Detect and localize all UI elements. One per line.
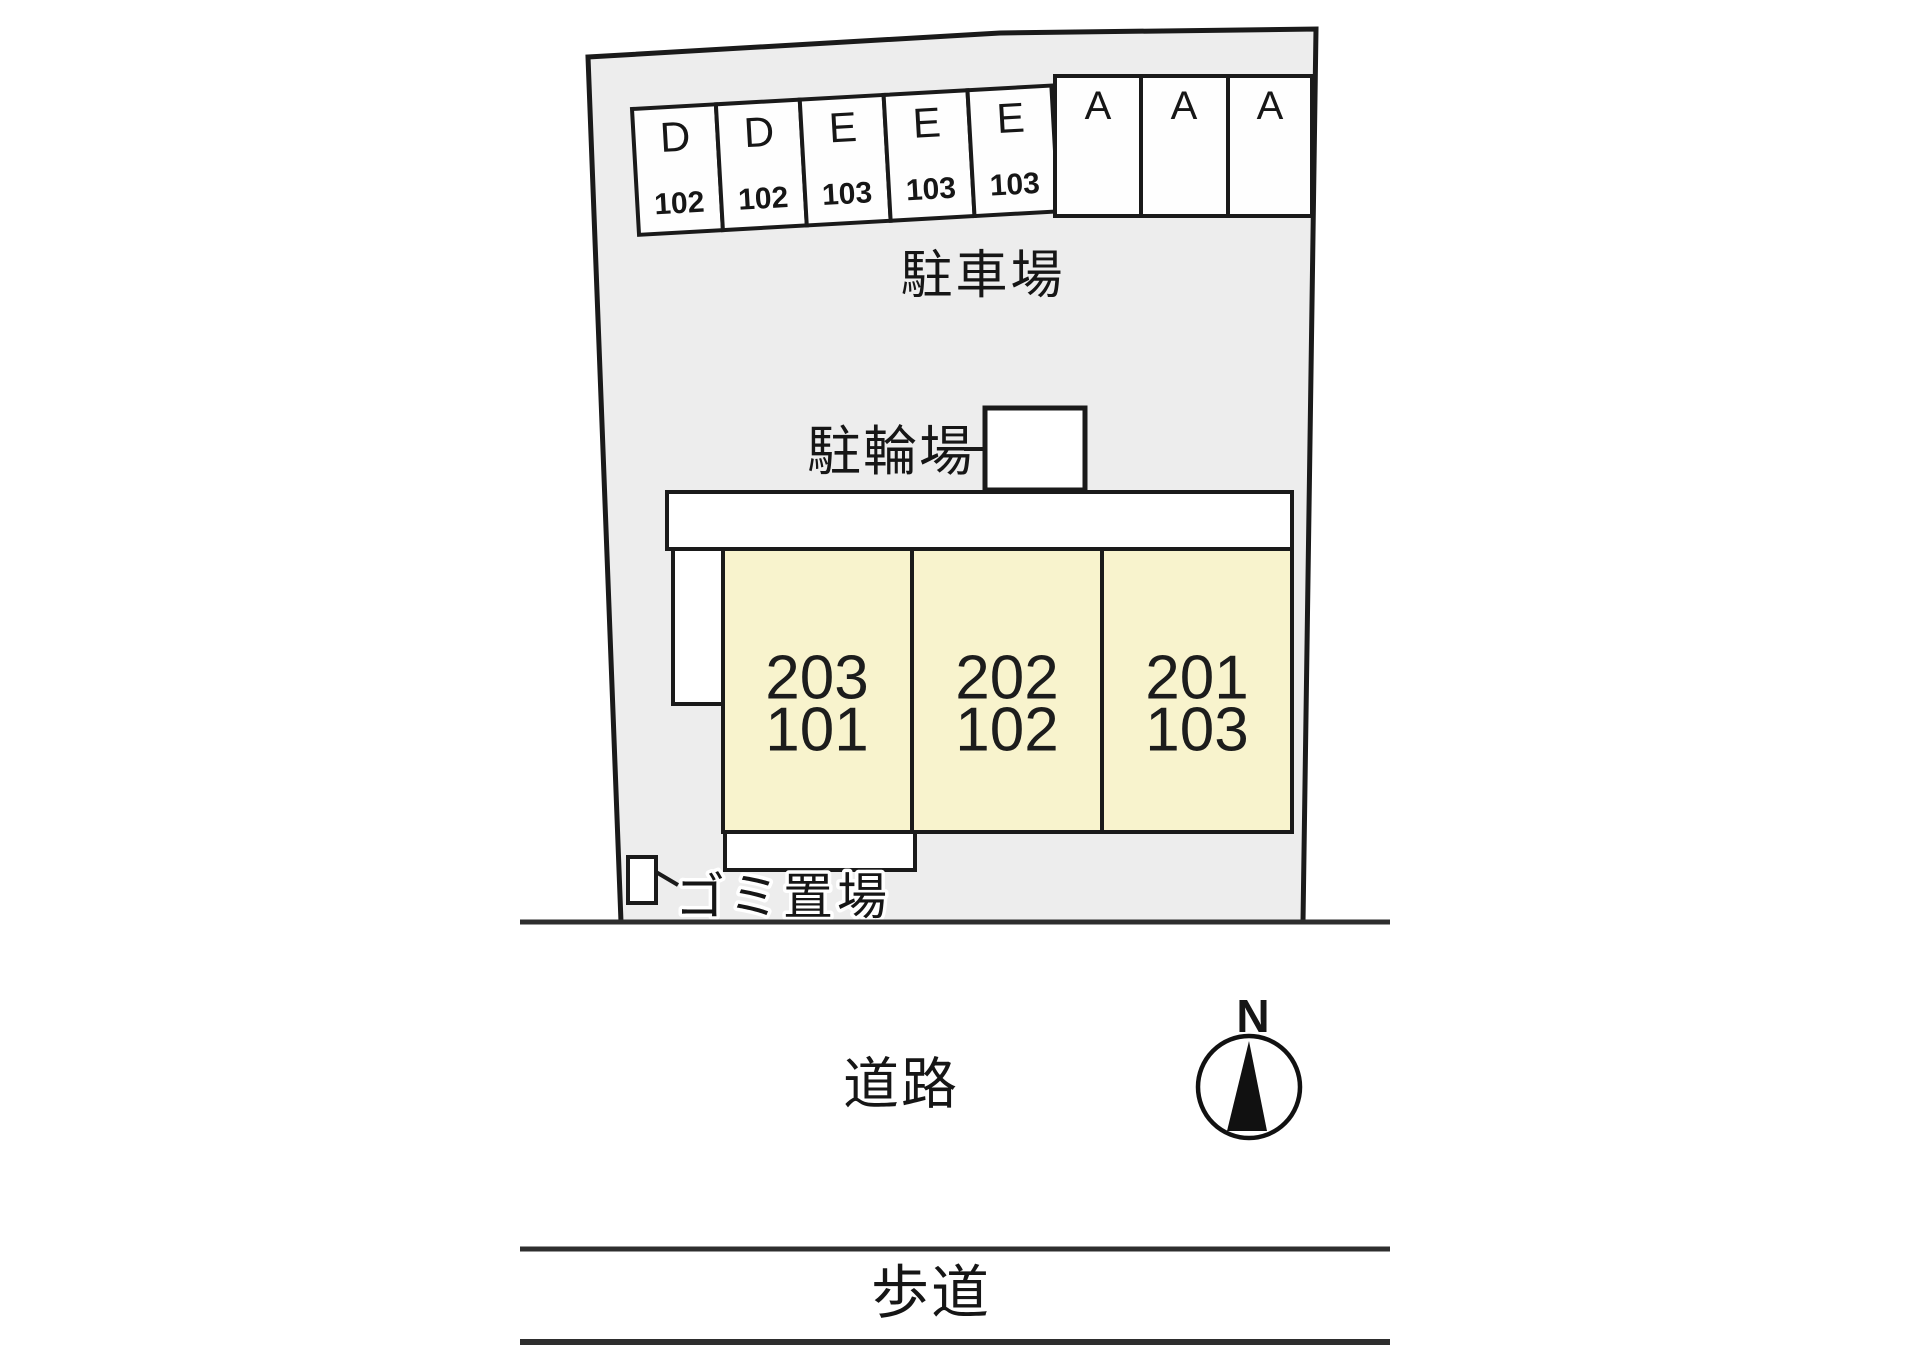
stall-letter: A: [1085, 84, 1112, 128]
stall-number: 103: [905, 172, 957, 208]
unit-upper-number: 201: [1145, 644, 1248, 713]
unit-lower-number: 103: [1145, 696, 1248, 765]
stall-number: 103: [821, 176, 873, 212]
unit-room: [721, 547, 914, 834]
stall-letter: E: [995, 94, 1027, 143]
parking-stall: [1226, 74, 1314, 218]
stall-letter: E: [911, 98, 943, 147]
garbage-label: ゴミ置場: [675, 869, 891, 925]
parking-stall: [1139, 74, 1230, 218]
parking-lot-label: 駐車場: [900, 247, 1065, 305]
unit-entry: [723, 830, 917, 872]
straight-stall-row: A A A: [1053, 74, 1314, 218]
unit-upper-number: 202: [955, 644, 1058, 713]
stall-letter: A: [1171, 84, 1198, 128]
slanted-stall-row: D D E E E 102 102 103 103 103: [629, 83, 1061, 237]
compass-circle: [1195, 1033, 1303, 1141]
stall-letter: D: [743, 108, 777, 157]
north-letter: N: [1236, 990, 1269, 1042]
stall-number: 102: [653, 186, 705, 222]
unit-lower-number: 102: [955, 696, 1058, 765]
stall-number: 102: [737, 181, 789, 217]
road-label: 道路: [843, 1053, 959, 1116]
compass: N: [1195, 990, 1303, 1141]
unit-lower-number: 101: [765, 696, 868, 765]
unit-room: [910, 547, 1104, 834]
bicycle-parking-label: 駐輪場: [807, 422, 975, 482]
stall-letter: D: [659, 112, 693, 161]
stall-letter: A: [1257, 84, 1284, 128]
garbage-box: [626, 855, 658, 905]
building-corridor: [665, 490, 1294, 551]
unit-room: [1100, 547, 1294, 834]
garbage-leader-line: [654, 870, 680, 887]
building-porch: [671, 547, 725, 706]
stall-number: 103: [989, 167, 1041, 203]
sidewalk-label: 歩道: [871, 1261, 991, 1326]
parking-stall: [1053, 74, 1143, 218]
stall-letter: E: [828, 103, 860, 152]
compass-needle: [1227, 1041, 1267, 1131]
unit-upper-number: 203: [765, 644, 868, 713]
bicycle-parking-box: [982, 405, 1088, 493]
